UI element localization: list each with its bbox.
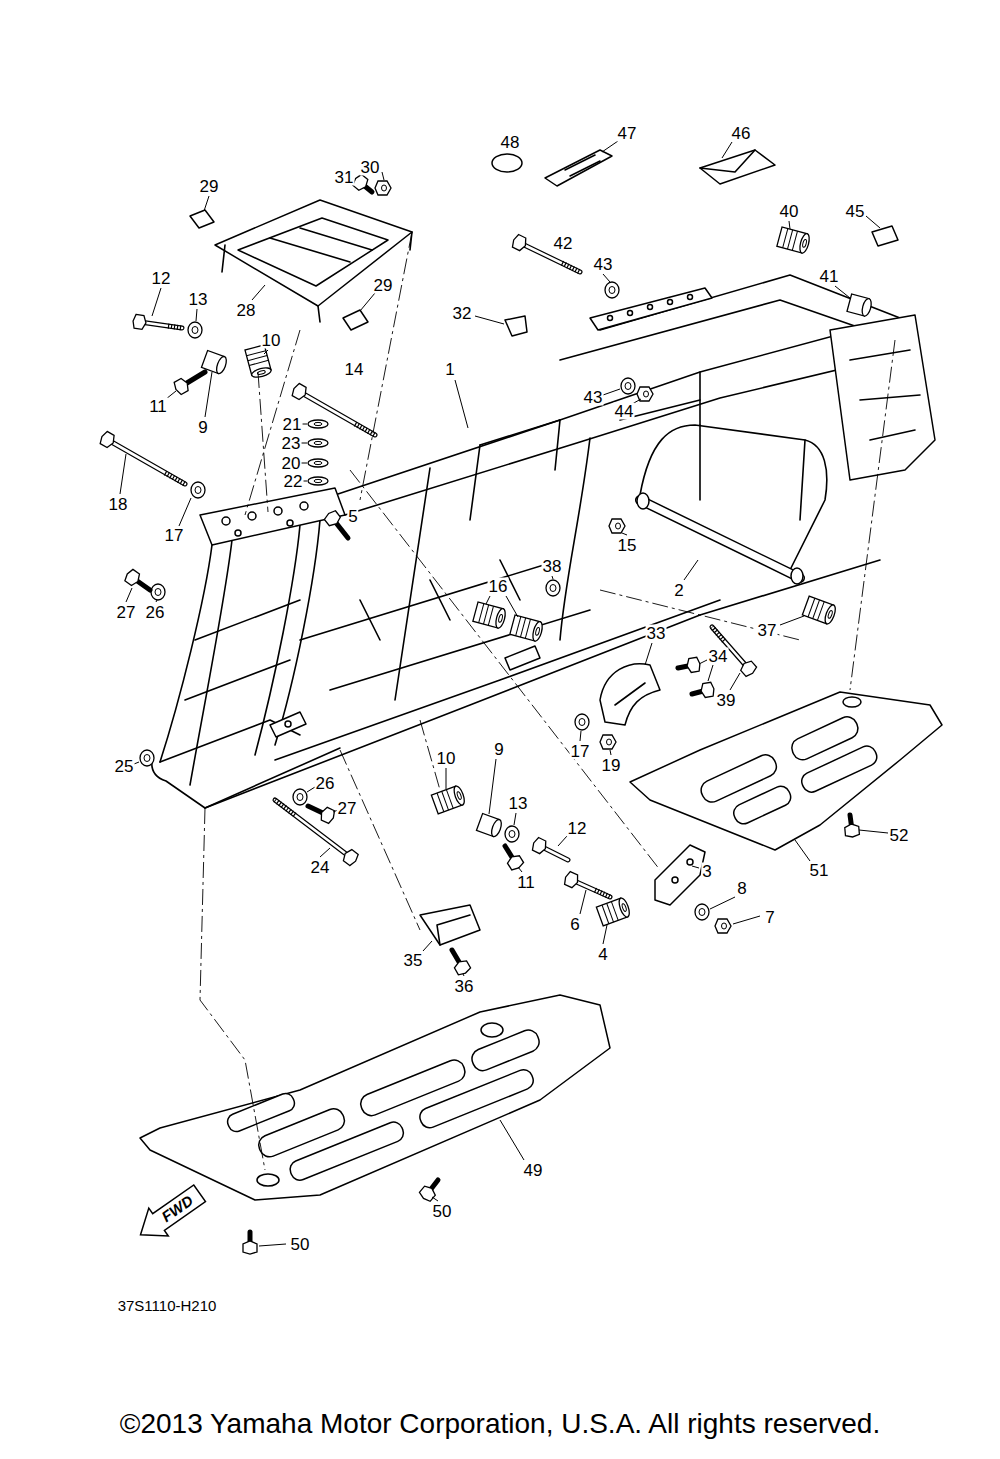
- seat-bracket: [190, 200, 412, 330]
- skid-plate-front: [140, 995, 610, 1200]
- drawing-code: 37S1110-H210: [117, 1298, 218, 1313]
- rear-cross-tube: [637, 493, 803, 584]
- callout-number: 12: [151, 270, 172, 287]
- callout-number: 43: [593, 256, 614, 273]
- callout-number: 51: [809, 862, 830, 879]
- callout-number: 19: [601, 757, 622, 774]
- callout-number: 26: [315, 775, 336, 792]
- callout-number: 17: [164, 527, 185, 544]
- copyright-caption: ©2013 Yamaha Motor Corporation, U.S.A. A…: [120, 1409, 880, 1440]
- callout-number: 46: [731, 125, 752, 142]
- callout-number: 11: [148, 398, 168, 415]
- callout-number: 6: [569, 916, 580, 933]
- callout-number: 10: [436, 750, 457, 767]
- callout-number: 16: [488, 578, 509, 595]
- leader-lines: [120, 141, 888, 1246]
- callout-number: 13: [188, 291, 209, 308]
- callout-number: 21: [282, 416, 303, 433]
- callout-number: 27: [337, 800, 358, 817]
- callout-number: 10: [261, 332, 282, 349]
- callout-number: 31: [334, 169, 355, 186]
- callout-number: 41: [819, 268, 840, 285]
- callout-number: 18: [108, 496, 129, 513]
- callout-number: 30: [360, 159, 381, 176]
- callout-number: 12: [567, 820, 588, 837]
- callout-number: 20: [281, 455, 302, 472]
- callout-number: 39: [716, 692, 737, 709]
- callout-number: 4: [597, 946, 608, 963]
- callout-number: 29: [199, 178, 220, 195]
- loose-items: [420, 150, 898, 945]
- callout-number: 35: [403, 952, 424, 969]
- callout-number: 42: [553, 235, 574, 252]
- callout-number: 33: [646, 625, 667, 642]
- callout-number: 5: [347, 508, 358, 525]
- callout-number: 37: [757, 622, 778, 639]
- callout-number: 27: [116, 604, 137, 621]
- callout-number: 48: [500, 134, 521, 151]
- callout-number: 50: [290, 1236, 311, 1253]
- callout-number: 17: [570, 743, 591, 760]
- callout-number: 40: [779, 203, 800, 220]
- callout-number: 24: [310, 859, 331, 876]
- callout-number: 32: [452, 305, 473, 322]
- callout-number: 14: [344, 361, 365, 378]
- skid-plate-rear: [630, 692, 942, 850]
- callout-number: 28: [236, 302, 257, 319]
- callout-number: 36: [454, 978, 475, 995]
- callout-number: 29: [373, 277, 394, 294]
- callout-number: 1: [444, 361, 455, 378]
- callout-number: 43: [583, 389, 604, 406]
- callout-number: 23: [281, 435, 302, 452]
- arrow-shape: [131, 1179, 210, 1248]
- callout-number: 2: [673, 582, 684, 599]
- callout-number: 52: [889, 827, 910, 844]
- assembly-chain-lines: [200, 232, 895, 1170]
- callout-number: 44: [614, 403, 635, 420]
- callout-number: 38: [542, 558, 563, 575]
- direction-label: FWD: [131, 1179, 210, 1248]
- forward-arrow: FWD: [131, 1179, 210, 1248]
- callout-number: 22: [283, 473, 304, 490]
- callout-number: 8: [736, 880, 747, 897]
- callout-number: 15: [617, 537, 638, 554]
- callout-number: 26: [145, 604, 166, 621]
- callout-number: 49: [523, 1162, 544, 1179]
- bolts: [98, 173, 859, 1254]
- callout-number: 45: [845, 203, 866, 220]
- callout-number: 11: [516, 874, 536, 891]
- callout-number: 25: [114, 758, 135, 775]
- callout-number: 50: [432, 1203, 453, 1220]
- callout-number: 3: [701, 863, 712, 880]
- callout-number: 13: [508, 795, 529, 812]
- callout-number: 9: [197, 419, 208, 436]
- callout-number: 47: [617, 125, 638, 142]
- callout-number: 7: [764, 909, 775, 926]
- callout-number: 9: [493, 741, 504, 758]
- callout-number: 34: [708, 648, 729, 665]
